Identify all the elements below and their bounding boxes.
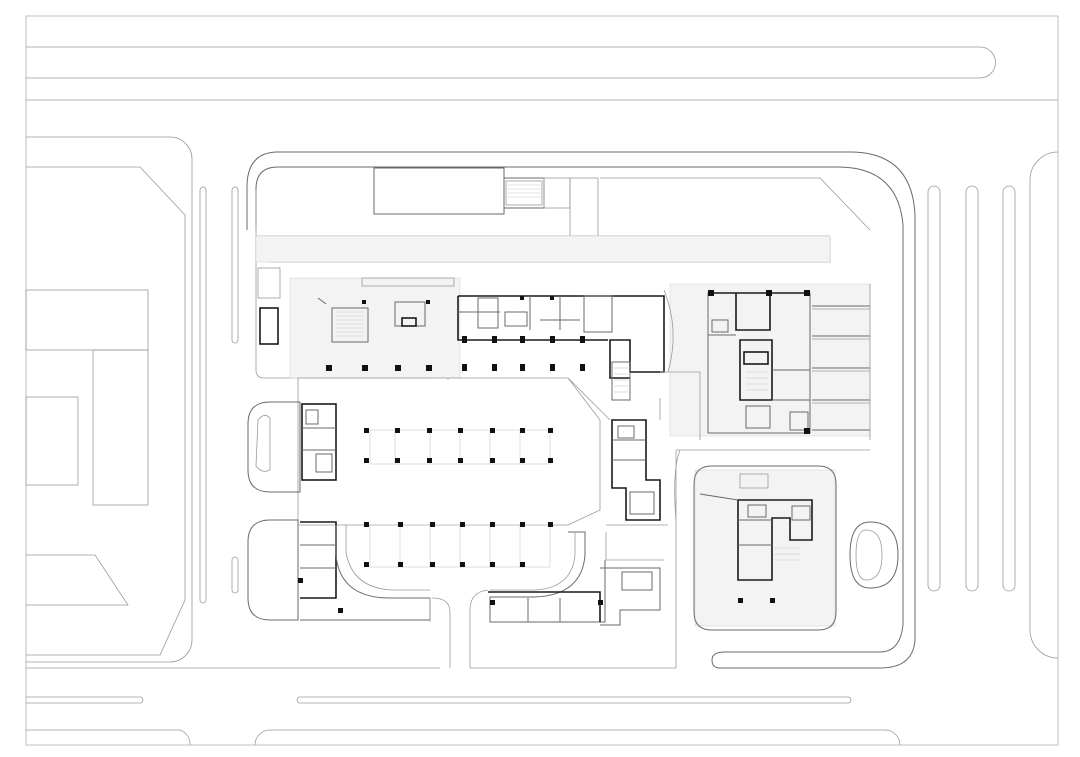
- east-oval-dropoff: [849, 521, 899, 589]
- west-pavilion: [247, 401, 337, 493]
- north-entry-block: [373, 167, 599, 237]
- east-tower: [707, 290, 811, 434]
- north-commercial-building: [457, 295, 665, 401]
- pedestrian-paths: [429, 289, 701, 622]
- southwest-building: [247, 519, 431, 621]
- drawing-frame: [25, 15, 1059, 746]
- central-plaza: [297, 377, 611, 620]
- east-parking-bays: [676, 284, 871, 451]
- north-road: [26, 46, 1058, 101]
- plaza-paving: [255, 235, 871, 627]
- central-east-building: [606, 398, 668, 526]
- east-road-strips: [927, 151, 1059, 659]
- northwest-building: [257, 267, 455, 371]
- upper-parking-grid: [364, 428, 553, 465]
- north-bar-columns: [462, 296, 585, 371]
- south-road: [26, 667, 901, 746]
- lower-parking-grid: [364, 522, 553, 568]
- west-neighbor-block: [25, 136, 239, 663]
- southeast-pavilion: [693, 465, 837, 631]
- south-middle-building: [431, 450, 677, 669]
